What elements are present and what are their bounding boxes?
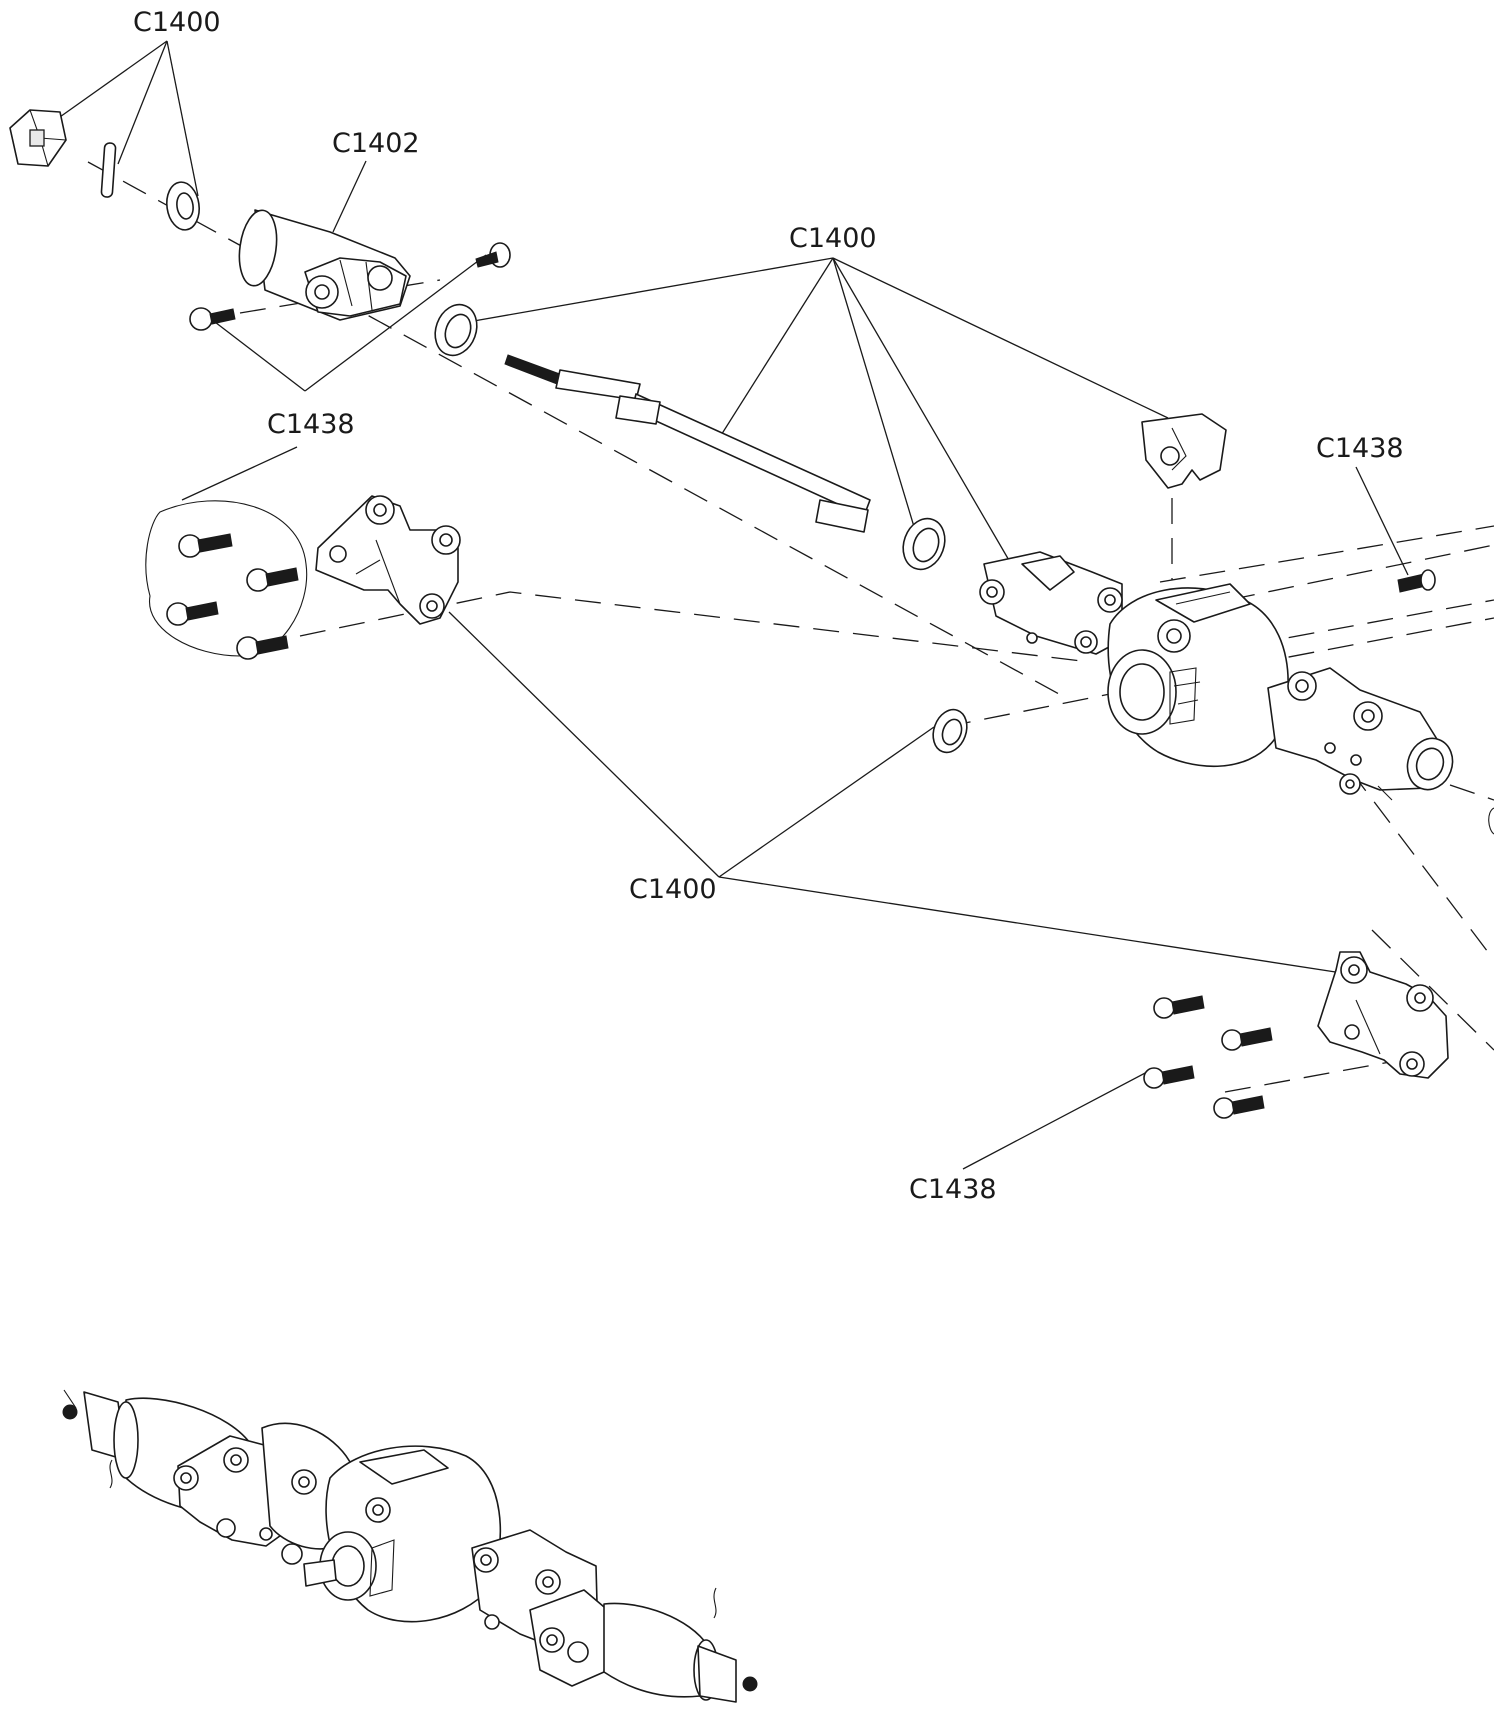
screw-left (189, 307, 236, 331)
callout-c1400-center: C1400 (789, 223, 877, 254)
screw-top (475, 242, 511, 268)
screw-cluster-left (145, 500, 308, 660)
bearing-lower (932, 708, 968, 754)
link-mount-left (315, 495, 461, 625)
screw-cluster-right (1143, 995, 1273, 1119)
small-washer (166, 181, 200, 231)
callout-c1438-bottom: C1438 (909, 1174, 997, 1205)
axle-shaft (504, 354, 871, 533)
hex-hub (9, 109, 67, 167)
drive-pin (100, 142, 117, 198)
c1402-lockout-tube (238, 209, 411, 321)
screw-right-housing (1397, 569, 1436, 593)
bearing-upper (434, 303, 478, 357)
link-mount-right (1317, 951, 1449, 1079)
leader-lines (49, 40, 1409, 1170)
assembled-axle (62, 1389, 758, 1703)
callout-c1438-left: C1438 (267, 409, 355, 440)
callout-c1438-right: C1438 (1316, 433, 1404, 464)
edge-fragment (1488, 807, 1494, 835)
callout-c1400-top: C1400 (133, 7, 221, 38)
callout-c1400-lower: C1400 (629, 874, 717, 905)
diff-cover (1141, 413, 1227, 489)
axle-housing (979, 551, 1454, 801)
bearing-middle (902, 517, 946, 571)
callout-c1402: C1402 (332, 128, 420, 159)
